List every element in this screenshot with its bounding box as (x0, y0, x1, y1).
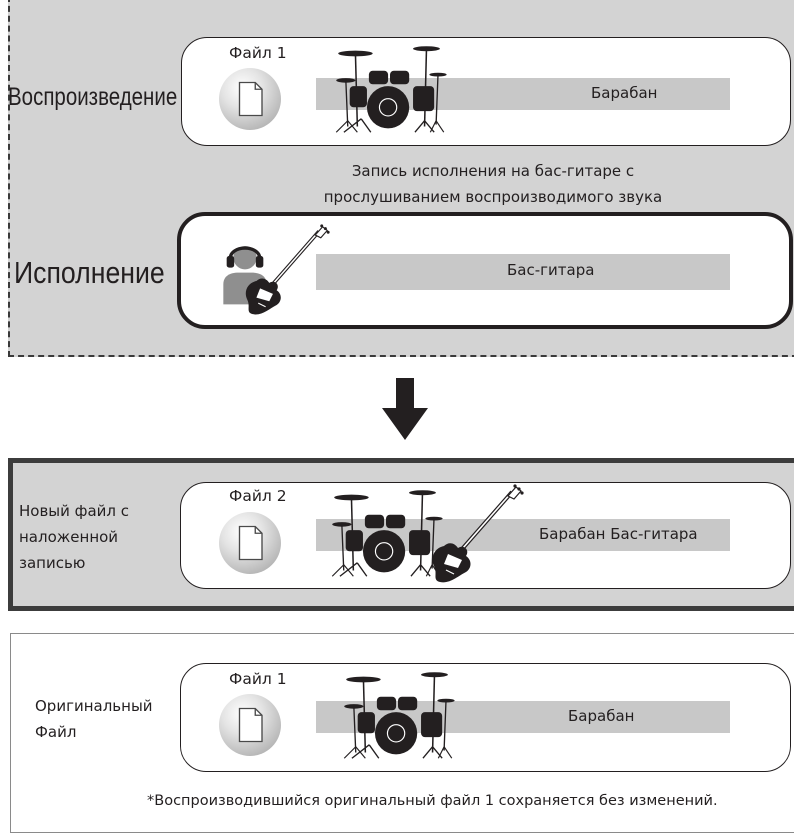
new-file-track-label: Барабан Бас-гитара (539, 525, 698, 543)
original-file-label-line-2: Файл (35, 723, 77, 741)
new-file-label-line-2: наложенной (19, 528, 119, 546)
playback-track-label: Барабан (591, 84, 658, 102)
document-icon (235, 524, 265, 562)
document-icon (235, 706, 265, 744)
original-file-file-label: Файл 1 (229, 670, 287, 688)
original-file-file-icon-circle (219, 694, 281, 756)
new-file-file-label: Файл 2 (229, 487, 287, 505)
performance-label: Исполнение (14, 255, 165, 290)
new-file-label-line-3: записью (19, 554, 86, 572)
performance-track-label: Бас-гитара (507, 261, 595, 279)
footnote: *Воспроизводившийся оригинальный файл 1 … (147, 793, 718, 809)
original-file-track-label: Барабан (568, 707, 635, 725)
playback-file-icon-circle (219, 68, 281, 130)
playback-label: Воспроизведение (8, 83, 178, 111)
new-file-file-icon-circle (219, 512, 281, 574)
document-icon (235, 80, 265, 118)
drum-kit-icon (328, 42, 452, 138)
bass-guitar-icon (238, 218, 330, 322)
bass-guitar-icon (424, 482, 524, 586)
performance-track-bar (316, 254, 730, 290)
caption-line-1: Запись исполнения на бас-гитаре с (351, 162, 635, 180)
new-file-label: Новый файл с наложенной записью (19, 498, 129, 576)
original-file-label: Оригинальный Файл (35, 693, 153, 745)
drum-kit-icon (336, 668, 460, 764)
caption-line-2: прослушиванием воспроизводимого звука (323, 188, 663, 206)
new-file-label-line-1: Новый файл с (19, 502, 130, 520)
playback-file-label: Файл 1 (229, 44, 287, 62)
recording-caption: Запись исполнения на бас-гитаре с прослу… (220, 158, 766, 210)
down-arrow-icon (382, 378, 428, 440)
original-file-label-line-1: Оригинальный (35, 697, 153, 715)
